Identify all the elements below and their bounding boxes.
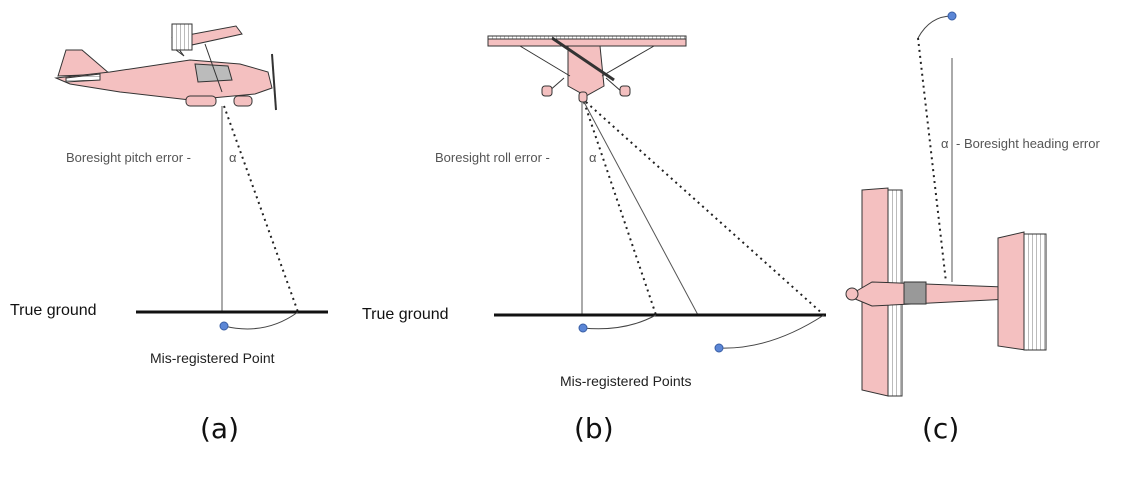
true-ground-label: True ground bbox=[10, 302, 97, 319]
point-connector bbox=[718, 314, 825, 349]
mis-registered-point-label: Mis-registered Point bbox=[150, 350, 275, 366]
alpha-symbol: α bbox=[589, 150, 597, 165]
caption-c: (c) bbox=[922, 412, 960, 445]
error-ray-wide bbox=[585, 101, 825, 316]
scan-line bbox=[583, 101, 699, 316]
mis-registered-point bbox=[219, 321, 229, 331]
error-ray bbox=[917, 37, 947, 283]
mis-registered-point bbox=[947, 11, 957, 21]
true-ground-label: True ground bbox=[362, 306, 449, 323]
point-connector bbox=[917, 15, 953, 39]
panel-b bbox=[487, 35, 826, 353]
point-connector bbox=[223, 311, 299, 330]
aircraft-side-view-icon bbox=[54, 23, 277, 111]
heading-error-label: - Boresight heading error bbox=[956, 136, 1100, 151]
error-ray bbox=[223, 105, 299, 313]
mis-registered-point bbox=[578, 323, 588, 333]
mis-registered-point bbox=[714, 343, 724, 353]
panel-c bbox=[845, 11, 1047, 397]
error-ray bbox=[583, 101, 657, 316]
aircraft-top-view-icon bbox=[845, 187, 1047, 397]
point-connector bbox=[582, 314, 657, 330]
alpha-symbol: α bbox=[229, 150, 237, 165]
alpha-symbol: α bbox=[941, 136, 949, 151]
caption-a: (a) bbox=[200, 412, 240, 445]
mis-registered-points-label: Mis-registered Points bbox=[560, 373, 692, 389]
panel-a bbox=[54, 23, 328, 331]
roll-error-label: Boresight roll error - bbox=[435, 150, 550, 165]
pitch-error-label: Boresight pitch error - bbox=[66, 150, 191, 165]
aircraft-front-view-icon bbox=[487, 35, 687, 103]
caption-b: (b) bbox=[574, 412, 614, 445]
